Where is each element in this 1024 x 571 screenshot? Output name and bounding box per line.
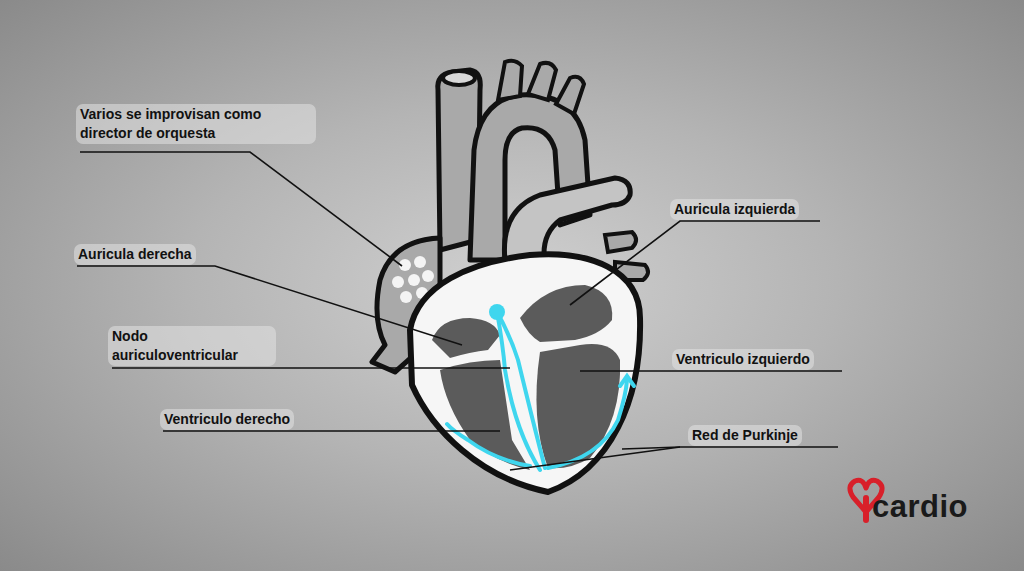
leader-lines	[77, 152, 842, 470]
logo-mark	[863, 498, 869, 520]
part-label: Ventriculo derecho	[160, 409, 294, 430]
part-label: Auricula izquierda	[670, 199, 799, 220]
part-label: Red de Purkinje	[688, 425, 802, 446]
part-label: Nodo auriculoventricular	[108, 326, 276, 366]
vessel-opening	[443, 71, 475, 85]
left-ventricle-chamber	[536, 344, 620, 468]
part-label: Auricula derecha	[74, 244, 196, 265]
av-node-dot	[489, 304, 505, 320]
callout-note: Varios se improvisan como director de or…	[76, 104, 316, 144]
part-label: Ventriculo izquierdo	[672, 349, 814, 370]
conduction-system	[447, 312, 634, 470]
aortic-branch	[528, 63, 556, 100]
logo-text: cardio	[872, 490, 968, 524]
aortic-branch	[556, 77, 584, 114]
pulmonary-vein	[605, 232, 636, 252]
left-atrium-chamber	[520, 285, 612, 342]
aortic-branch	[498, 61, 522, 100]
